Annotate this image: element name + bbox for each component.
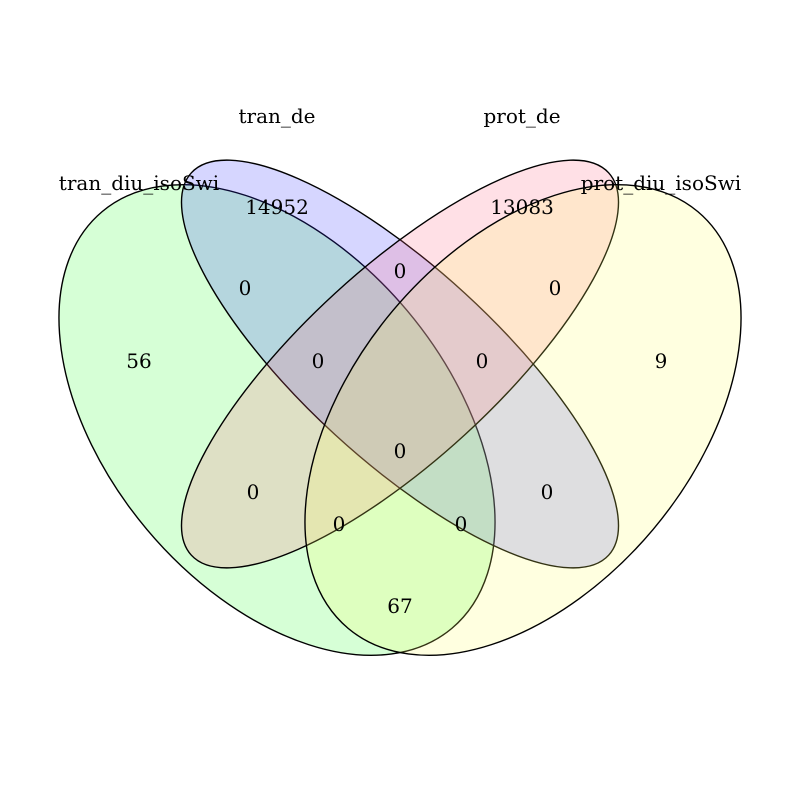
set-ellipse-tran-diu-isoswi xyxy=(58,184,496,656)
count-prot-de-only: 13083 xyxy=(490,195,554,219)
set-labels: tran_diu_isoSwi tran_de prot_de prot_diu… xyxy=(59,104,741,195)
set-label-prot-de: prot_de xyxy=(483,104,560,128)
region-counts: 56 14952 13083 9 0 0 0 0 0 0 0 0 0 0 67 xyxy=(126,195,667,618)
set-label-prot-diu-isoswi: prot_diu_isoSwi xyxy=(581,171,741,195)
set-ellipses xyxy=(58,159,742,656)
set-label-tran-de: tran_de xyxy=(238,104,315,128)
count-tran-de-prot-de: 0 xyxy=(394,259,407,283)
count-tran-diu-isoswi-prot-de-prot-diu-isoswi: 0 xyxy=(333,512,346,536)
count-tran-diu-isoswi-tran-de-prot-diu-isoswi: 0 xyxy=(455,512,468,536)
count-tran-diu-isoswi-prot-de: 0 xyxy=(247,480,260,504)
count-tran-diu-isoswi-prot-diu-isoswi: 67 xyxy=(387,594,412,618)
count-all-four: 0 xyxy=(394,439,407,463)
count-tran-diu-isoswi-only: 56 xyxy=(126,349,151,373)
count-tran-de-prot-de-prot-diu-isoswi: 0 xyxy=(476,349,489,373)
count-tran-de-prot-diu-isoswi: 0 xyxy=(541,480,554,504)
set-label-tran-diu-isoswi: tran_diu_isoSwi xyxy=(59,171,219,195)
set-ellipse-prot-de xyxy=(180,159,620,569)
count-tran-diu-isoswi-tran-de: 0 xyxy=(239,276,252,300)
count-tran-de-only: 14952 xyxy=(245,195,309,219)
count-prot-diu-isoswi-only: 9 xyxy=(655,349,668,373)
count-tran-diu-isoswi-tran-de-prot-de: 0 xyxy=(312,349,325,373)
count-prot-de-prot-diu-isoswi: 0 xyxy=(549,276,562,300)
set-ellipse-prot-diu-isoswi xyxy=(304,184,742,656)
set-ellipse-tran-de xyxy=(180,159,620,569)
